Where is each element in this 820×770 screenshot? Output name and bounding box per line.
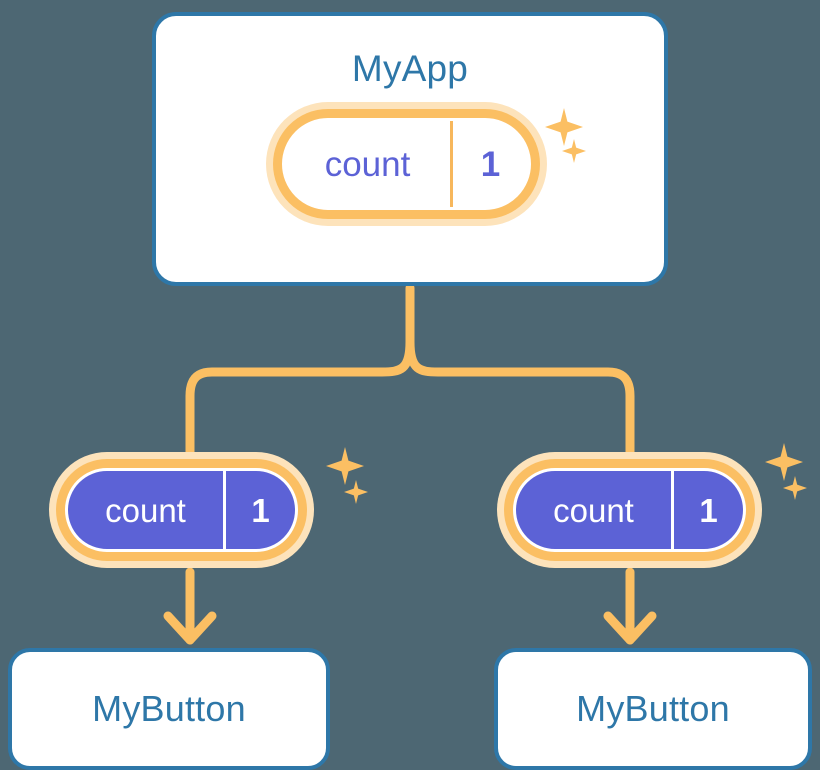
state-value: 1 bbox=[450, 121, 528, 207]
state-value: 1 bbox=[223, 471, 295, 549]
mybutton-component-card-left[interactable]: MyButton bbox=[8, 648, 330, 770]
state-key: count bbox=[105, 491, 186, 529]
state-pill[interactable]: count 1 bbox=[513, 468, 746, 552]
left-button-state-pill[interactable]: count 1 bbox=[65, 468, 298, 552]
sparkle-icon bbox=[344, 480, 368, 504]
sparkle-icon bbox=[783, 476, 807, 500]
state-pill[interactable]: count 1 bbox=[282, 118, 531, 210]
right-button-state-pill[interactable]: count 1 bbox=[513, 468, 746, 552]
sparkle-icon bbox=[765, 443, 803, 481]
mybutton-component-card-right[interactable]: MyButton bbox=[494, 648, 812, 770]
myapp-title: MyApp bbox=[351, 48, 469, 89]
state-key: count bbox=[553, 491, 634, 529]
mybutton-title: MyButton bbox=[92, 688, 246, 729]
state-value: 1 bbox=[671, 471, 743, 549]
branch-connector-icon bbox=[185, 283, 635, 473]
myapp-state-pill[interactable]: count 1 bbox=[282, 118, 531, 210]
state-pill[interactable]: count 1 bbox=[65, 468, 298, 552]
mybutton-title: MyButton bbox=[576, 688, 730, 729]
sparkle-icon bbox=[326, 447, 364, 485]
arrow-down-icon bbox=[163, 567, 217, 645]
arrow-down-icon bbox=[603, 567, 657, 645]
state-key: count bbox=[324, 144, 411, 184]
